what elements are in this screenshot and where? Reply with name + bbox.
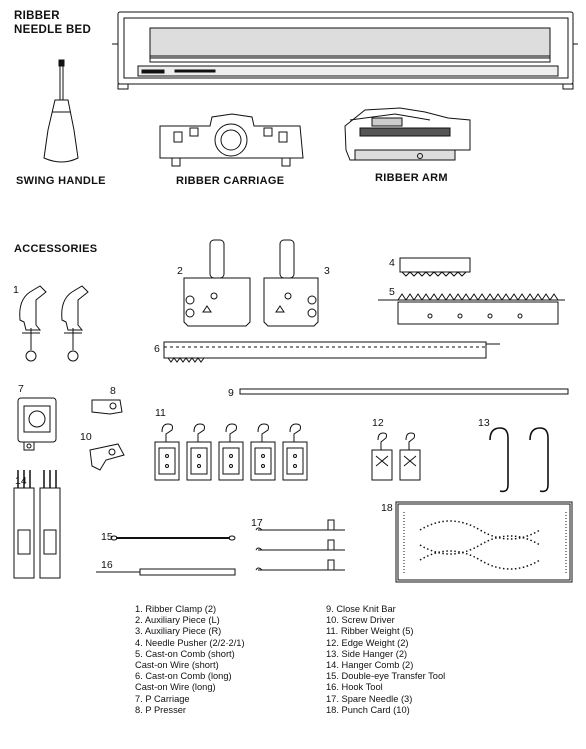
accessories-heading: ACCESSORIES	[14, 243, 98, 255]
legend-right: 9. Close Knit Bar 10. Screw Driver 11. R…	[326, 604, 445, 716]
ribber-weights-drawing	[154, 423, 308, 481]
callout-17: 17	[251, 517, 263, 529]
legend-item: 17. Spare Needle (3)	[326, 693, 413, 704]
callout-4: 4	[389, 257, 395, 269]
heading-line-2: NEEDLE BED	[14, 24, 92, 36]
legend-item: Cast-on Wire (long)	[135, 682, 216, 693]
legend-item: 15. Double-eye Transfer Tool	[326, 671, 446, 682]
close-knit-bar-drawing	[239, 388, 569, 395]
callout-10: 10	[80, 431, 92, 443]
cast-on-comb-short-drawing	[378, 293, 565, 325]
side-hangers-drawing	[489, 427, 549, 493]
callout-14: 14	[15, 475, 27, 487]
legend-left: 1. Ribber Clamp (2) 2. Auxiliary Piece (…	[135, 604, 245, 716]
needle-pusher-drawing	[399, 257, 471, 277]
legend-item: 6. Cast-on Comb (long)	[135, 671, 232, 682]
legend-item: 13. Side Hanger (2)	[326, 648, 408, 659]
callout-16: 16	[101, 559, 113, 571]
edge-weights-drawing	[371, 432, 421, 481]
ribber-clamp-drawing	[19, 285, 89, 362]
hook-tool-drawing	[96, 568, 236, 576]
callout-9: 9	[228, 387, 234, 399]
cast-on-comb-long-drawing	[163, 341, 500, 363]
ribber-needle-bed-drawing	[112, 11, 578, 90]
callout-8: 8	[110, 385, 116, 397]
ribber-carriage-drawing	[159, 113, 304, 167]
double-eye-transfer-tool-drawing	[110, 535, 236, 541]
legend-item: 1. Ribber Clamp (2)	[135, 604, 217, 614]
legend-item: 8. P Presser	[135, 704, 186, 715]
legend-item: 12. Edge Weight (2)	[326, 637, 409, 648]
legend-item: 5. Cast-on Comb (short)	[135, 648, 235, 659]
callout-18: 18	[381, 502, 393, 514]
callout-12: 12	[372, 417, 384, 429]
legend-item: 18. Punch Card (10)	[326, 704, 410, 715]
p-presser-drawing	[91, 399, 123, 415]
legend-item: 11. Ribber Weight (5)	[326, 626, 414, 637]
callout-5: 5	[389, 286, 395, 298]
auxiliary-piece-r-drawing	[263, 239, 319, 327]
legend-item: 2. Auxiliary Piece (L)	[135, 615, 220, 626]
legend-item: 7. P Carriage	[135, 693, 190, 704]
callout-2: 2	[177, 265, 183, 277]
ribber-arm-drawing	[344, 107, 471, 161]
legend-item: 14. Hanger Comb (2)	[326, 660, 414, 671]
legend-item: 10. Screw Driver	[326, 615, 395, 626]
ribber-carriage-caption: RIBBER CARRIAGE	[176, 175, 285, 187]
spare-needles-drawing	[255, 519, 345, 571]
ribber-arm-caption: RIBBER ARM	[375, 172, 448, 184]
illustrations	[13, 11, 578, 583]
callout-13: 13	[478, 417, 490, 429]
hanger-combs-drawing	[13, 470, 61, 579]
legend-item: Cast-on Wire (short)	[135, 660, 219, 671]
legend-item: 4. Needle Pusher (2/2·2/1)	[135, 637, 245, 648]
ribber-needle-bed-heading: RIBBER NEEDLE BED	[14, 9, 91, 37]
screw-driver-drawing	[89, 443, 125, 471]
swing-handle-drawing	[43, 59, 79, 163]
callout-7: 7	[18, 383, 24, 395]
legend-item: 16. Hook Tool	[326, 682, 383, 693]
callout-6: 6	[154, 343, 160, 355]
punch-card-drawing	[395, 501, 573, 583]
callout-11: 11	[155, 407, 166, 419]
heading-line-1: RIBBER	[14, 10, 60, 22]
legend-item: 3. Auxiliary Piece (R)	[135, 626, 222, 637]
swing-handle-caption: SWING HANDLE	[16, 175, 106, 187]
callout-15: 15	[101, 531, 113, 543]
callout-1: 1	[13, 284, 19, 296]
auxiliary-piece-l-drawing	[183, 239, 251, 327]
p-carriage-drawing	[17, 397, 57, 451]
legend-item: 9. Close Knit Bar	[326, 604, 396, 614]
callout-3: 3	[324, 265, 330, 277]
